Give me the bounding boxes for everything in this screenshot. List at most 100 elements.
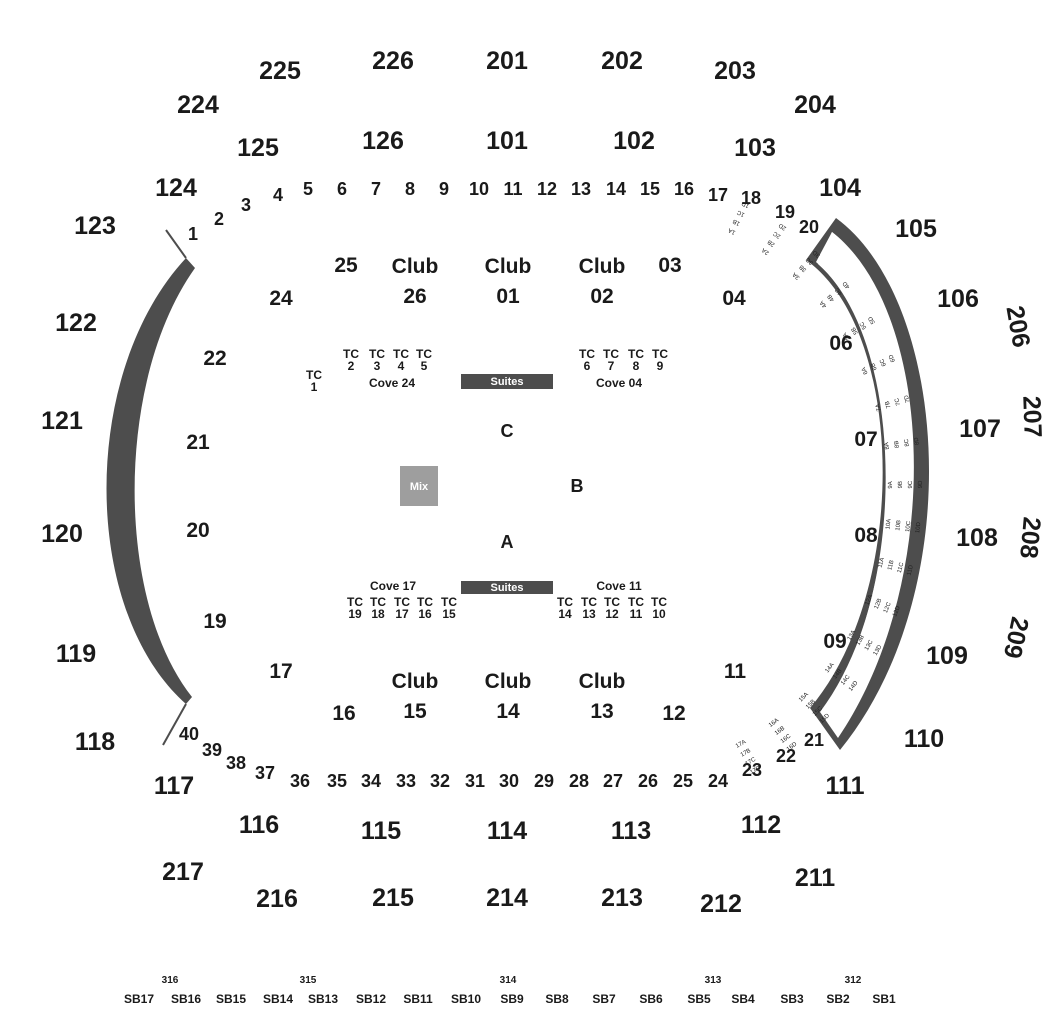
row-37[interactable]: 37 [255, 763, 275, 783]
suite-box-16a[interactable]: 16A [768, 718, 780, 729]
floor-section-21[interactable]: 21 [186, 431, 210, 454]
suite-box-10b[interactable]: 10B [895, 520, 902, 531]
row-23[interactable]: 23 [742, 760, 762, 780]
section-107[interactable]: 107 [959, 415, 1001, 443]
suite-box-6b[interactable]: 6B [870, 362, 878, 371]
row-15[interactable]: 15 [640, 179, 660, 199]
section-215[interactable]: 215 [372, 884, 414, 912]
skybox-sb3[interactable]: SB3 [780, 992, 804, 1006]
row-24[interactable]: 24 [708, 771, 728, 791]
section-201[interactable]: 201 [486, 47, 528, 75]
row-31[interactable]: 31 [465, 771, 485, 791]
suite-box-12a[interactable]: 12A [865, 594, 875, 606]
club-01-label[interactable]: Club [485, 255, 532, 278]
floor-section-04[interactable]: 04 [722, 287, 746, 310]
skybox-sb2[interactable]: SB2 [826, 992, 850, 1006]
suite-box-5b[interactable]: 5B [851, 326, 860, 335]
row-16[interactable]: 16 [674, 179, 694, 199]
floor-section-24[interactable]: 24 [269, 287, 293, 310]
suite-box-3c[interactable]: 3C [805, 255, 815, 265]
suite-box-4c[interactable]: 4C [834, 286, 844, 296]
section-207[interactable]: 207 [1017, 395, 1046, 438]
suite-box-9d[interactable]: 9D [918, 480, 924, 488]
section-209[interactable]: 209 [998, 614, 1034, 661]
suite-box-5d[interactable]: 5D [867, 315, 877, 325]
section-105[interactable]: 105 [895, 215, 937, 243]
tc-16-number[interactable]: 16 [418, 607, 432, 621]
skybox-sb9[interactable]: SB9 [500, 992, 524, 1006]
suite-box-15b[interactable]: 15B [805, 699, 817, 711]
club-01-number[interactable]: 01 [496, 285, 520, 308]
section-103[interactable]: 103 [734, 134, 776, 162]
floor-section-07[interactable]: 07 [854, 428, 877, 451]
section-206[interactable]: 206 [1000, 304, 1035, 350]
section-226[interactable]: 226 [372, 47, 414, 75]
suite-box-13a[interactable]: 13A [847, 629, 858, 641]
tc-14-label[interactable]: TC [557, 595, 573, 609]
floor-section-08[interactable]: 08 [854, 524, 878, 547]
skybox-sb5[interactable]: SB5 [687, 992, 711, 1006]
row-8[interactable]: 8 [405, 179, 415, 199]
suite-box-13b[interactable]: 13B [855, 634, 866, 646]
section-117[interactable]: 117 [154, 772, 194, 800]
section-217[interactable]: 217 [162, 858, 204, 886]
section-106[interactable]: 106 [937, 285, 979, 313]
mix-box[interactable] [400, 466, 438, 506]
suite-box-13c[interactable]: 13C [864, 639, 875, 652]
floor-section-12[interactable]: 12 [662, 702, 685, 725]
suite-box-7a[interactable]: 7A [875, 403, 883, 412]
floor-letter-a[interactable]: A [501, 532, 514, 552]
tc-17-number[interactable]: 17 [395, 607, 409, 621]
club-15-number[interactable]: 15 [403, 700, 427, 723]
tc-12-label[interactable]: TC [604, 595, 620, 609]
section-204[interactable]: 204 [794, 91, 836, 119]
suite-box-14b[interactable]: 14B [832, 668, 843, 680]
row-13[interactable]: 13 [571, 179, 591, 199]
section-112[interactable]: 112 [741, 811, 781, 839]
suite-box-9b[interactable]: 9B [898, 481, 904, 488]
suite-box-10c[interactable]: 10C [905, 520, 912, 532]
section-123[interactable]: 123 [74, 212, 116, 240]
suite-box-1a[interactable]: 1A [728, 226, 737, 235]
row-3[interactable]: 3 [241, 195, 251, 215]
row-20[interactable]: 20 [799, 217, 819, 237]
row-36[interactable]: 36 [290, 771, 310, 791]
row-34[interactable]: 34 [361, 771, 381, 791]
suite-box-11a[interactable]: 11A [878, 557, 886, 568]
club-26-label[interactable]: Club [392, 255, 439, 278]
suite-box-4a[interactable]: 4A [819, 299, 828, 308]
tc-6-label[interactable]: TC [579, 347, 595, 361]
suite-box-12b[interactable]: 12B [874, 598, 884, 610]
section-108[interactable]: 108 [956, 524, 998, 552]
suite-box-11b[interactable]: 11B [887, 560, 895, 571]
suite-box-10a[interactable]: 10A [885, 519, 892, 530]
suite-box-14a[interactable]: 14A [824, 662, 835, 674]
row-19[interactable]: 19 [775, 202, 795, 222]
tc-12-number[interactable]: 12 [605, 607, 619, 621]
suite-box-14d[interactable]: 14D [848, 680, 860, 693]
suite-box-7b[interactable]: 7B [885, 400, 893, 409]
tc-10-label[interactable]: TC [651, 595, 667, 609]
club-13-number[interactable]: 13 [590, 700, 613, 723]
tc-6-number[interactable]: 6 [584, 359, 591, 373]
suite-box-17c[interactable]: 17C [745, 756, 758, 767]
tc-9-number[interactable]: 9 [657, 359, 664, 373]
suite-box-7c[interactable]: 7C [894, 397, 902, 407]
tc-13-label[interactable]: TC [581, 595, 597, 609]
club-13-label[interactable]: Club [579, 670, 626, 693]
row-5[interactable]: 5 [303, 179, 313, 199]
row-25[interactable]: 25 [673, 771, 693, 791]
row-32[interactable]: 32 [430, 771, 450, 791]
suite-box-16d[interactable]: 16D [786, 741, 799, 753]
tc-7-number[interactable]: 7 [608, 359, 615, 373]
row-29[interactable]: 29 [534, 771, 554, 791]
tc-4-number[interactable]: 4 [398, 359, 405, 373]
tc-1-label[interactable]: TC [306, 368, 322, 382]
suite-box-8d[interactable]: 8D [914, 436, 921, 445]
row-30[interactable]: 30 [499, 771, 519, 791]
suite-box-6a[interactable]: 6A [861, 366, 869, 375]
row-7[interactable]: 7 [371, 179, 381, 199]
row-14[interactable]: 14 [606, 179, 626, 199]
suite-box-2c[interactable]: 2C [772, 229, 782, 239]
skybox-sb16[interactable]: SB16 [171, 992, 201, 1006]
